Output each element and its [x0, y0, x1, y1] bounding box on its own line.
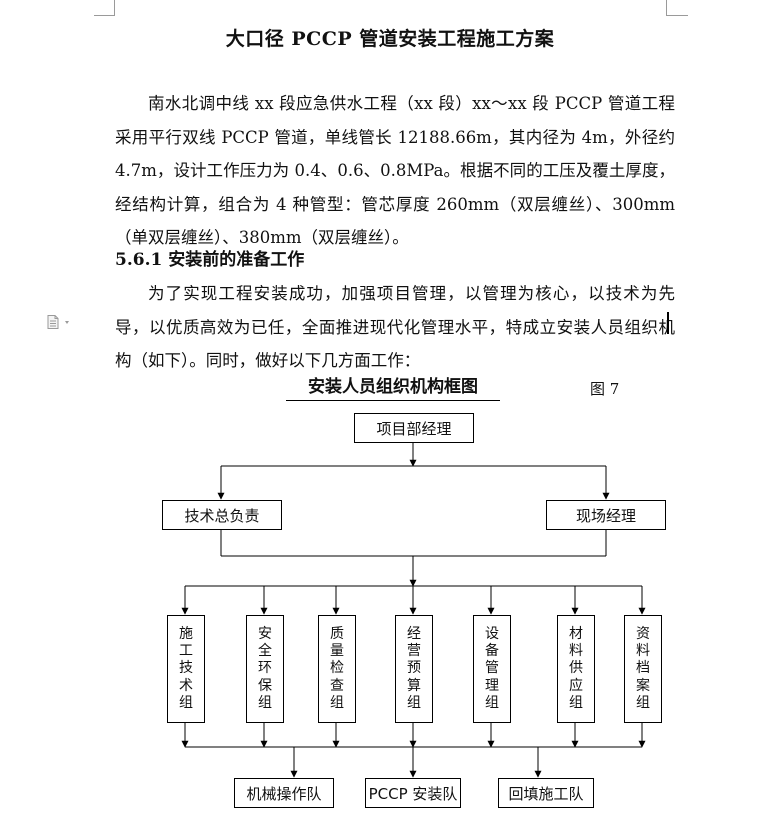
node-materials-group-label: 材料供应组 — [568, 626, 583, 711]
node-documents-group: 资料档案组 — [624, 615, 662, 723]
node-equipment-group-label: 设备管理组 — [484, 626, 499, 711]
node-project-manager: 项目部经理 — [354, 413, 474, 443]
node-safety-env-group: 安全环保组 — [246, 615, 284, 723]
node-safety-env-group-label: 安全环保组 — [257, 626, 272, 711]
intro-paragraph: 南水北调中线 xx 段应急供水工程（xx 段）xx～xx 段 PCCP 管道工程… — [115, 94, 675, 247]
node-site-manager: 现场经理 — [546, 500, 666, 530]
node-materials-group: 材料供应组 — [557, 615, 595, 723]
node-construction-tech-group: 施工技术组 — [167, 615, 205, 723]
figure-label: 图 7 — [590, 380, 620, 398]
section-heading: 5.6.1 安装前的准备工作 — [115, 250, 305, 270]
node-budget-group: 经营预算组 — [395, 615, 433, 723]
org-chart-title: 安装人员组织机构框图 — [286, 374, 500, 401]
text-cursor — [667, 312, 669, 334]
document-title: 大口径 PCCP 管道安装工程施工方案 — [225, 28, 555, 50]
crop-mark-top-left-h — [94, 15, 114, 16]
crop-mark-top-left-v — [114, 0, 115, 16]
node-documents-group-label: 资料档案组 — [635, 626, 650, 711]
node-technical-director: 技术总负责 — [162, 500, 282, 530]
node-construction-tech-group-label: 施工技术组 — [178, 626, 193, 711]
node-quality-inspection-group: 质量检查组 — [318, 615, 356, 723]
node-quality-inspection-group-label: 质量检查组 — [329, 626, 344, 711]
node-budget-group-label: 经营预算组 — [406, 626, 421, 711]
preparation-paragraph: 为了实现工程安装成功，加强项目管理，以管理为核心，以技术为先导，以优质高效为已任… — [115, 284, 675, 370]
crop-mark-top-right-h — [666, 15, 688, 16]
node-machinery-team: 机械操作队 — [234, 778, 334, 808]
node-equipment-group: 设备管理组 — [473, 615, 511, 723]
node-backfill-team: 回填施工队 — [498, 778, 594, 808]
document-icon[interactable] — [46, 314, 74, 329]
crop-mark-top-right-v — [666, 0, 667, 16]
node-pccp-install-team: PCCP 安装队 — [365, 778, 461, 808]
